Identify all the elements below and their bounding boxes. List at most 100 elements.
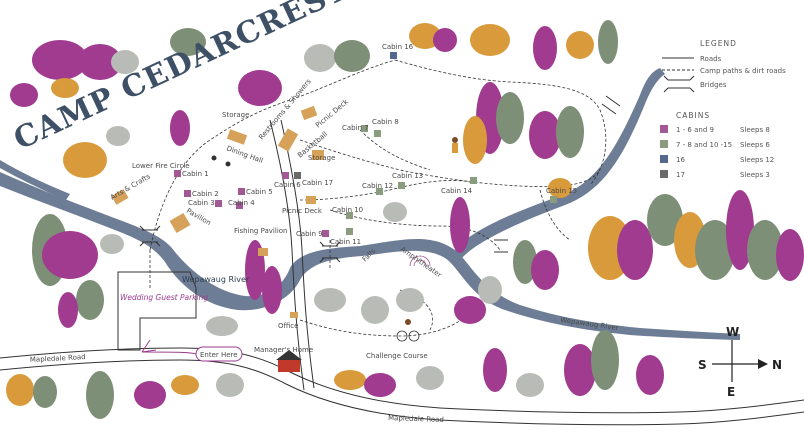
tree [76,280,104,320]
cabins-swatch-2 [660,140,668,148]
tree [548,178,572,198]
tree [454,296,486,324]
main-camp-road [269,119,305,391]
cabin-labels: Cabin 1 Cabin 2 Cabin 3 Cabin 4 Cabin 5 … [182,43,577,246]
cabin-12-marker [376,188,383,195]
tree [747,220,783,280]
tree [364,373,396,397]
arts-crafts-building [111,189,129,205]
cabin-16-label: Cabin 16 [382,43,414,51]
tree [170,28,206,56]
fishing-pavilion-building [258,248,268,256]
tree [636,355,664,395]
compass-rose: W S N E [698,325,782,399]
tree [478,276,502,304]
tree [78,44,122,80]
cabins-row-3-sleeps: Sleeps 12 [740,156,774,164]
tree [416,366,444,390]
tree [533,26,557,70]
tree [647,194,683,246]
compass-south: S [698,358,707,372]
cabin-10-marker [346,212,353,219]
cabin-8-label: Cabin 8 [372,118,399,126]
mapledale-road-line [0,347,804,414]
picnic-deck-lower-label: Picnic Deck [282,207,323,215]
picnic-deck-upper-building [300,105,318,121]
tree [564,344,596,396]
cabin-1-label: Cabin 1 [182,170,209,178]
cabin-7-label: Cabin 7 [342,124,369,132]
tree [304,44,336,72]
tree [566,31,594,59]
cabins-row-3-cabins: 16 [676,156,685,164]
tree [100,234,124,254]
bridge-icon [601,95,621,115]
cabin-4-label: Cabin 4 [228,199,255,207]
tree [516,373,544,397]
tree [86,371,114,419]
cabin-17-marker [294,172,301,179]
cabin-2-marker [184,190,191,197]
tree [63,142,107,178]
restrooms-building [277,128,299,152]
legend-item-paths: Camp paths & dirt roads [700,67,786,75]
cabin-15-marker [550,196,557,203]
cabin-3-label: Cabin 3 [188,199,215,207]
cabin-4-marker [236,202,243,209]
pavilion-building [169,212,191,234]
mapledale-road-line-2 [0,359,804,426]
river-branch-shape [455,68,665,258]
cabin-6-marker [282,172,289,179]
cabin-10-label: Cabin 10 [332,206,363,214]
bridge-icon [139,225,161,247]
cabins-row-4-sleeps: Sleeps 3 [740,171,770,179]
cabin-9-marker [322,230,329,237]
trees [6,20,804,419]
tree [33,376,57,408]
storage-upper-label: Storage [222,111,249,119]
legend-heading: LEGEND [700,39,737,48]
tree [361,296,389,324]
cabin-2-label: Cabin 2 [192,190,219,198]
tree [470,24,510,56]
cabin-5-label: Cabin 5 [246,188,273,196]
tree [556,106,584,158]
tree [170,110,190,146]
tree [314,288,346,312]
cabins-swatch-4 [660,170,668,178]
bridge-symbol-icon [663,75,695,93]
cabin-markers [174,52,557,237]
cabins-row-4-cabins: 17 [676,171,685,179]
tree [598,20,618,64]
cabin-3-marker [215,200,222,207]
compass-arrow-icon [758,359,768,369]
cabin-16-marker [390,52,397,59]
legend-item-roads: Roads [700,55,722,63]
dining-hall-label: Dining Hall [225,144,264,165]
enter-here-label: Enter Here [200,351,238,359]
amphitheater-icon [409,255,431,267]
tree [42,231,98,279]
bridge-icon [319,241,341,263]
tree [617,220,653,280]
dining-hall-building [226,129,248,145]
storage-mid-building [312,150,324,160]
tree [591,330,619,390]
cabin-13-marker [398,182,405,189]
main-camp-road-2 [280,119,315,389]
tree [58,292,78,328]
storage-mid-label: Storage [308,154,335,162]
cabins-row-2-sleeps: Sleeps 6 [740,141,770,149]
tree [334,40,370,72]
tree [513,240,537,284]
cabins-legend-heading: CABINS [676,111,710,120]
tree [51,78,79,98]
tree [216,373,244,397]
cabin-13-label: Cabin 13 [392,172,423,180]
compass-east: E [727,385,735,399]
tree [171,375,199,395]
managers-home-label: Manager's Home [254,346,313,354]
managers-home-house [276,350,302,372]
cabins-legend: CABINS 1 - 6 and 9 Sleeps 8 7 - 8 and 10… [660,111,774,179]
cabins-row-1-cabins: 1 - 6 and 9 [676,126,714,134]
